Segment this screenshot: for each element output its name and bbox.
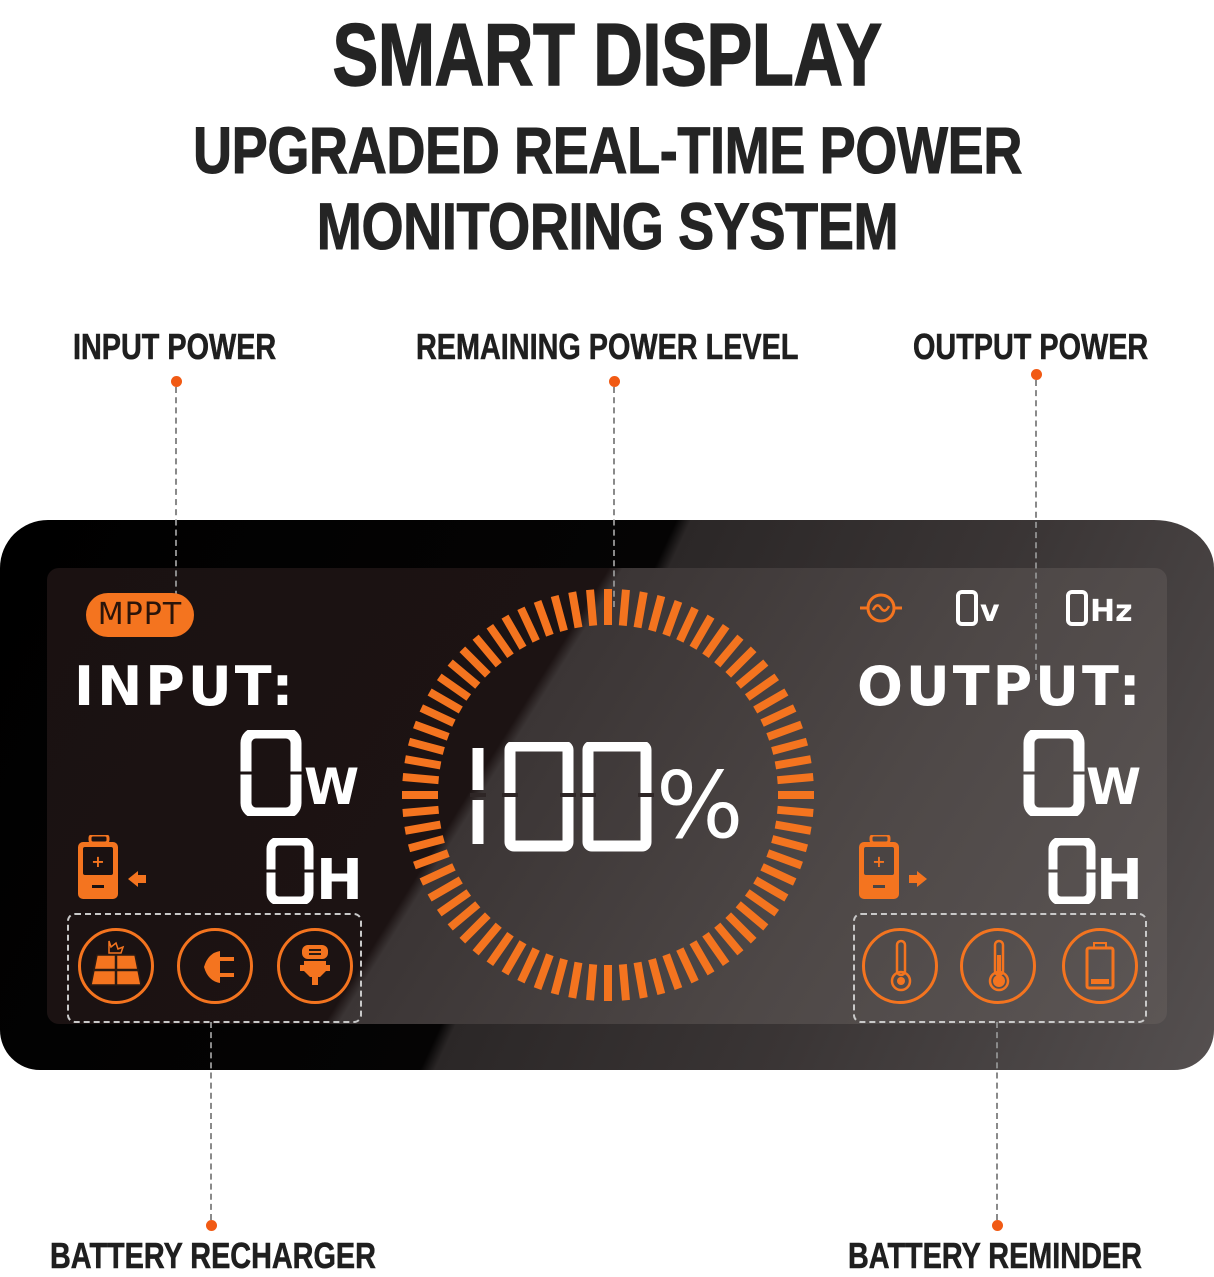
battery-recharger-icon-group xyxy=(67,913,362,1023)
input-watts-digit xyxy=(240,730,302,816)
output-hours-unit: H xyxy=(1096,848,1143,913)
percent-digits xyxy=(470,742,654,852)
leader-line-output xyxy=(1035,380,1037,680)
leader-line-reminder xyxy=(996,1022,998,1220)
frequency-digit xyxy=(1066,590,1088,626)
thermometer-high-icon xyxy=(960,928,1036,1004)
input-watts-unit: W xyxy=(304,758,360,816)
callout-dot-output xyxy=(1031,369,1042,380)
svg-text:+: + xyxy=(872,852,885,871)
callout-dot-reminder xyxy=(992,1220,1003,1231)
output-label: OUTPUT: xyxy=(857,655,1144,718)
output-watts-unit: W xyxy=(1086,758,1142,816)
frequency-unit: Hz xyxy=(1090,594,1133,629)
battery-discharging-out-icon: + xyxy=(859,835,927,899)
ac-wave-icon xyxy=(860,593,902,623)
callout-battery-reminder: BATTERY REMINDER xyxy=(848,1235,1142,1277)
svg-text:+: + xyxy=(91,852,104,871)
input-label: INPUT: xyxy=(74,655,297,718)
thermometer-low-icon xyxy=(862,928,938,1004)
callout-output-power: OUTPUT POWER xyxy=(913,326,1149,368)
leader-line-input xyxy=(175,387,177,607)
subtitle-line-2: MONITORING SYSTEM xyxy=(316,189,899,264)
percent-sign: % xyxy=(656,752,744,859)
subtitle-line-1: UPGRADED REAL-TIME POWER xyxy=(192,113,1022,188)
callout-dot-input xyxy=(171,376,182,387)
battery-reminder-icon-group xyxy=(853,913,1147,1023)
battery-low-icon xyxy=(1062,928,1138,1004)
voltage-digit xyxy=(956,590,978,626)
callout-remaining-power: REMAINING POWER LEVEL xyxy=(416,326,799,368)
remaining-power-ring xyxy=(402,589,814,1001)
callout-dot-recharger xyxy=(206,1220,217,1231)
solar-panel-icon xyxy=(78,928,154,1004)
callout-input-power: INPUT POWER xyxy=(73,326,277,368)
callout-battery-recharger: BATTERY RECHARGER xyxy=(50,1235,376,1277)
battery-charging-in-icon: + xyxy=(78,835,146,899)
input-hours-unit: H xyxy=(316,848,363,913)
leader-line-remaining xyxy=(613,387,615,607)
ac-plug-icon xyxy=(177,928,253,1004)
mppt-badge: MPPT xyxy=(86,593,194,637)
main-title: SMART DISPLAY xyxy=(332,4,883,105)
output-hours-digit xyxy=(1048,838,1096,904)
input-hours-digit xyxy=(266,838,314,904)
leader-line-recharger xyxy=(210,1022,212,1220)
voltage-unit: V xyxy=(980,594,1000,629)
callout-dot-remaining xyxy=(609,376,620,387)
output-watts-digit xyxy=(1023,730,1085,816)
car-charger-icon xyxy=(277,928,353,1004)
